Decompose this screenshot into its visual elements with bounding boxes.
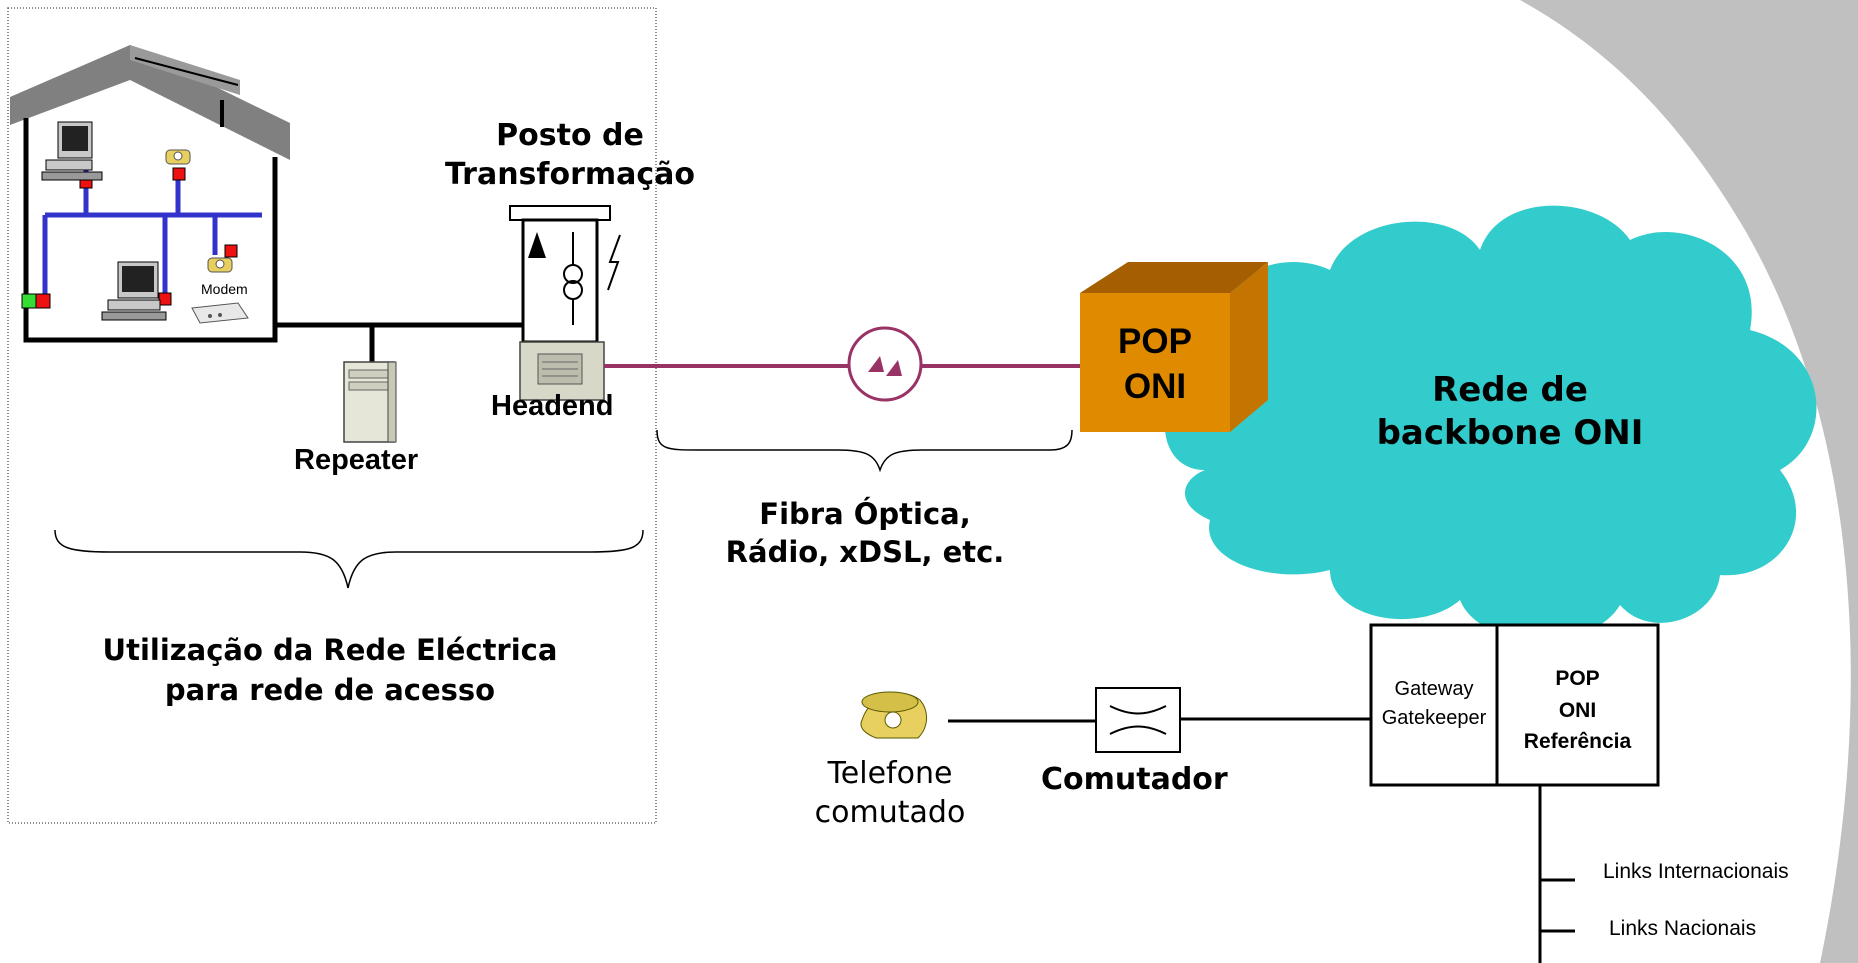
pop-reference-label-line3: Referência [1523,730,1632,753]
modem-label: Modem [201,281,248,297]
telephone-icon [207,257,233,273]
computer-icon [101,261,167,321]
pop-reference-box [1495,623,1660,787]
repeater-server-icon [343,361,397,443]
pop-oni-cube [1080,262,1268,432]
background-swoosh [1520,0,1858,963]
telephone-icon [165,149,191,165]
repeater-label: Repeater [294,444,419,476]
outlet-green [21,293,37,309]
backbone-label-line2: backbone ONI [1376,413,1644,453]
modem-icon [191,302,249,324]
fiber-segment-brace [656,429,1073,473]
optical-link-icon [847,326,923,402]
gateway-label-line2: Gatekeeper [1381,707,1487,729]
house-roof-back [130,45,240,95]
pop-oni-label-line1: POP [1118,322,1192,361]
outlet-phone2 [224,244,238,258]
switch-icon [1095,687,1181,753]
access-network-frame [7,7,657,824]
pop-reference-label-line1: POP [1555,667,1600,690]
switched-phone-label-line1: Telefone [827,756,953,791]
links-nacionais-label: Links Nacionais [1609,917,1757,940]
fiber-label-line1: Fibra Óptica, [759,497,971,531]
transformer-label-line1: Posto de [496,118,644,153]
transformer-label-line2: Transformação [444,157,696,192]
outlet-red [35,293,51,309]
in-house-power-bus [42,168,262,300]
computer-icon [41,121,103,181]
pop-oni-label-line2: ONI [1123,367,1187,406]
outlet-phone1 [172,167,186,181]
headend-label: Headend [491,390,614,422]
headend-icon [519,341,605,401]
switch-label: Comutador [1041,762,1228,797]
gateway-label-line1: Gateway [1394,678,1474,700]
backbone-cloud [1164,205,1817,641]
house-walls [23,118,278,343]
gateway-box [1369,623,1499,787]
pop-reference-label-line2: ONI [1558,699,1597,722]
backbone-label-line1: Rede de [1432,370,1588,410]
house-roof [10,45,290,160]
transformer-station-icon [509,205,621,344]
access-label-line1: Utilização da Rede Eléctrica [102,633,558,667]
access-network-brace [54,529,644,589]
switched-phone-label-line2: comutado [814,795,966,830]
fiber-label-line2: Rádio, xDSL, etc. [725,535,1005,569]
switched-telephone-icon [860,691,927,739]
access-label-line2: para rede de acesso [164,673,496,707]
outlet-pc2 [158,292,172,306]
links-internacionais-label: Links Internacionais [1603,860,1789,883]
